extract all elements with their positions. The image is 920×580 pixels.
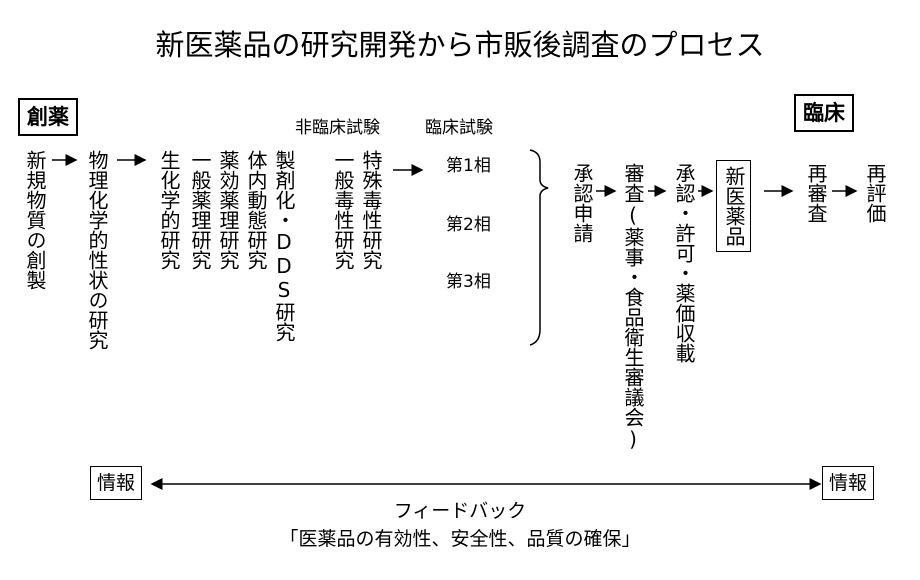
info-box-right: 情報 [822,466,875,500]
page-title: 新医薬品の研究開発から市販後調査のプロセス [155,28,765,62]
step-special-tox: 特殊毒性研究 [359,150,383,270]
nonclinical-test-heading: 非臨床試験 [295,118,380,138]
info-box-left: 情報 [90,466,143,500]
step-reexamination: 再審査 [804,163,828,223]
feedback-label: フィードバック [393,500,527,522]
step-review: 審査(薬事・食品衛生審議会) [621,163,645,451]
drug-discovery-label: 創薬 [18,98,78,136]
step-biochem: 生化学的研究 [157,150,181,270]
step-general-tox: 一般毒性研究 [331,150,355,270]
phase-2: 第2相 [446,215,491,235]
phase-3: 第3相 [446,272,491,292]
step-approval: 承認・許可・薬価収載 [672,163,696,363]
feedback-caption: 「医薬品の有効性、安全性、品質の確保」 [279,528,641,550]
step-physchem: 物理化学的性状の研究 [85,150,109,350]
phase-bracket [529,149,549,346]
phase-1: 第1相 [446,156,491,176]
step-new-drug: 新医薬品 [716,160,751,252]
step-application: 承認申請 [570,163,594,243]
step-formulation: 製剤化・DDS研究 [272,150,296,342]
clinical-label: 臨床 [794,94,854,132]
step-reevaluation: 再評価 [863,163,887,223]
clinical-test-heading: 臨床試験 [425,118,493,138]
step-pharmacology: 薬効薬理研究 [216,150,240,270]
step-new-substance: 新規物質の創製 [23,150,47,290]
step-pk: 体内動態研究 [244,150,268,270]
step-general-pharm: 一般薬理研究 [188,150,212,270]
